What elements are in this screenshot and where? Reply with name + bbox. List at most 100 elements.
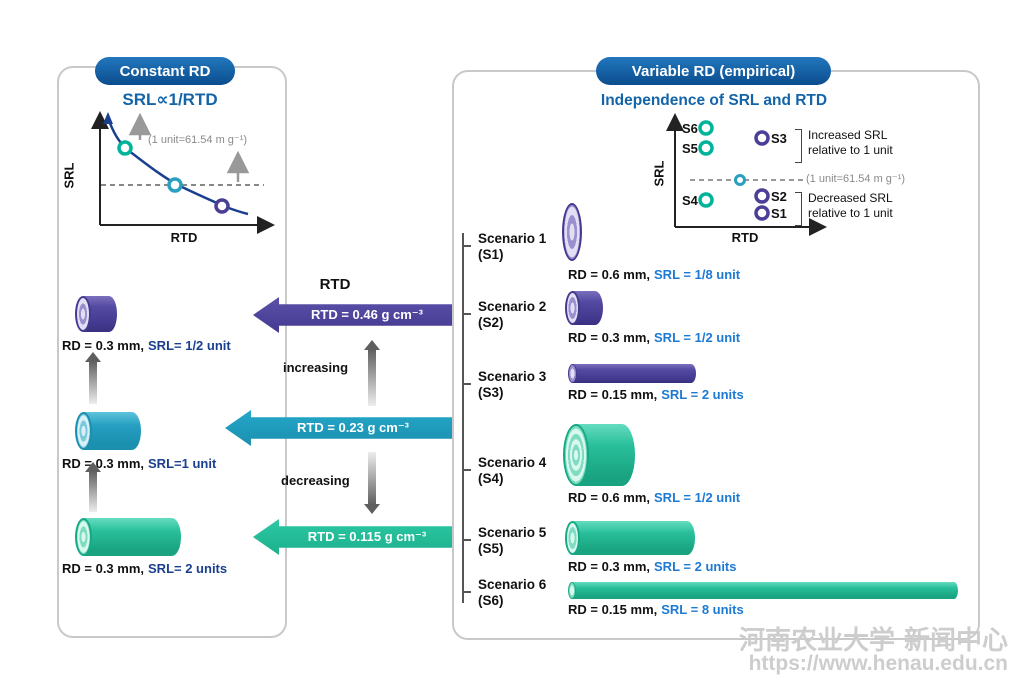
constant-rd-badge: Constant RD xyxy=(95,57,235,85)
left-xlabel: RTD xyxy=(170,230,198,245)
scenario-bracket-tick xyxy=(462,539,471,541)
cylinder-cap xyxy=(565,521,580,555)
scenario-bracket-tick xyxy=(462,469,471,471)
rd-value: RD = 0.6 mm, xyxy=(568,490,651,505)
cylinder-cap xyxy=(563,424,589,486)
point-s1 xyxy=(754,205,770,221)
root-cylinder-mid-rtd xyxy=(75,412,141,450)
cylinder-cap xyxy=(568,582,576,599)
left-caption-1: RD = 0.3 mm,SRL= 1/2 unit xyxy=(62,338,231,353)
srl-value: SRL = 2 units xyxy=(661,387,744,402)
right-title: Independence of SRL and RTD xyxy=(600,92,828,109)
cylinder-body xyxy=(83,518,181,556)
scenario-code: (S6) xyxy=(478,592,504,608)
increased-bracket-icon xyxy=(795,129,802,163)
scenario-2-label: Scenario 2 (S2) xyxy=(478,299,546,330)
srl-value: SRL= 2 units xyxy=(148,561,228,576)
point-label-s1: S1 xyxy=(771,206,787,221)
scenario-6-caption: RD = 0.15 mm,SRL = 8 units xyxy=(568,602,744,617)
scenario-6-root-cylinder xyxy=(568,582,958,599)
variable-rd-chart xyxy=(666,113,827,236)
left-formula: SRL∝1/RTD xyxy=(122,90,218,109)
up-arrow-icon xyxy=(85,352,101,404)
point-low-srl xyxy=(214,198,230,214)
decreased-note-line2: relative to 1 unit xyxy=(808,206,893,220)
rtd-arrow-high-label: RTD = 0.46 g cm⁻³ xyxy=(311,307,423,322)
point-s3 xyxy=(754,130,770,146)
scenario-3-caption: RD = 0.15 mm,SRL = 2 units xyxy=(568,387,744,402)
scenario-3-label: Scenario 3 (S3) xyxy=(478,369,546,400)
increased-note-line2: relative to 1 unit xyxy=(808,143,893,157)
scenario-5-root-cylinder xyxy=(565,521,695,555)
rtd-decreasing-arrow-icon xyxy=(364,452,380,514)
right-unit-note: (1 unit=61.54 m g⁻¹) xyxy=(806,173,906,185)
rtd-arrow-mid-label: RTD = 0.23 g cm⁻³ xyxy=(297,420,409,435)
point-s6 xyxy=(698,120,714,136)
scenario-3-root-cylinder xyxy=(568,364,696,383)
scenario-4-label: Scenario 4 (S4) xyxy=(478,455,546,486)
scenario-6-label: Scenario 6 (S6) xyxy=(478,577,546,608)
scenario-bracket-tick xyxy=(462,313,471,315)
rd-value: RD = 0.3 mm, xyxy=(62,456,145,471)
point-high-srl xyxy=(117,140,133,156)
scenario-1-caption: RD = 0.6 mm,SRL = 1/8 unit xyxy=(568,267,740,282)
rd-value: RD = 0.3 mm, xyxy=(568,559,651,574)
up-arrow-icon xyxy=(85,462,101,512)
cylinder-body xyxy=(572,364,696,383)
rtd-increasing-arrow-icon xyxy=(364,340,380,406)
srl-value: SRL = 1/2 unit xyxy=(654,330,741,345)
point-one-unit xyxy=(734,174,746,186)
scenario-1-root-disc xyxy=(562,203,582,261)
constant-rd-chart xyxy=(91,111,275,234)
decreased-bracket-icon xyxy=(795,192,802,226)
rd-value: RD = 0.3 mm, xyxy=(568,330,651,345)
rd-value: RD = 0.3 mm, xyxy=(62,338,145,353)
cylinder-cap xyxy=(565,291,580,325)
point-one-unit xyxy=(167,177,183,193)
point-s5 xyxy=(698,140,714,156)
cylinder-cap xyxy=(568,364,577,383)
scenario-code: (S4) xyxy=(478,470,504,486)
scenario-bracket-line xyxy=(462,233,464,603)
increasing-label: increasing xyxy=(283,360,349,375)
srl-value: SRL=1 unit xyxy=(148,456,217,471)
root-cylinder-low-rtd xyxy=(75,518,181,556)
scenario-name: Scenario 6 xyxy=(478,577,547,592)
variable-rd-badge-label: Variable RD (empirical) xyxy=(631,62,796,80)
scenario-2-root-cylinder xyxy=(565,291,603,325)
cylinder-body xyxy=(83,412,141,450)
watermark-line2: https://www.henau.edu.cn xyxy=(748,652,1008,675)
decreased-note: Decreased SRL relative to 1 unit xyxy=(808,191,893,221)
srl-value: SRL = 1/2 unit xyxy=(654,490,741,505)
left-ylabel: SRL xyxy=(61,162,77,189)
point-s2 xyxy=(754,188,770,204)
cylinder-body xyxy=(572,582,958,599)
scenario-bracket-tick xyxy=(462,591,471,593)
scenario-bracket-tick xyxy=(462,383,471,385)
scenario-4-root-cylinder xyxy=(563,424,635,486)
point-label-s6: S6 xyxy=(682,121,698,136)
scenario-name: Scenario 2 xyxy=(478,299,547,314)
point-label-s5: S5 xyxy=(682,141,698,156)
scenario-name: Scenario 3 xyxy=(478,369,547,384)
right-xlabel: RTD xyxy=(731,230,759,245)
scenario-bracket-tick xyxy=(462,245,471,247)
scenario-5-caption: RD = 0.3 mm,SRL = 2 units xyxy=(568,559,737,574)
scenario-code: (S3) xyxy=(478,384,504,400)
rtd-arrow-low-label: RTD = 0.115 g cm⁻³ xyxy=(307,529,427,544)
rtd-column-title: RTD xyxy=(319,276,351,293)
point-label-s3: S3 xyxy=(771,131,787,146)
cylinder-body xyxy=(572,521,695,555)
decreased-note-line1: Decreased SRL xyxy=(808,191,893,205)
scenario-1-label: Scenario 1 (S1) xyxy=(478,231,546,262)
left-caption-2: RD = 0.3 mm,SRL=1 unit xyxy=(62,456,216,471)
rd-value: RD = 0.15 mm, xyxy=(568,602,658,617)
rd-value: RD = 0.6 mm, xyxy=(568,267,651,282)
scenario-name: Scenario 4 xyxy=(478,455,547,470)
scenario-code: (S1) xyxy=(478,246,504,262)
left-caption-3: RD = 0.3 mm,SRL= 2 units xyxy=(62,561,227,576)
srl-value: SRL = 8 units xyxy=(661,602,744,617)
scenario-5-label: Scenario 5 (S5) xyxy=(478,525,546,556)
scenario-2-caption: RD = 0.3 mm,SRL = 1/2 unit xyxy=(568,330,740,345)
